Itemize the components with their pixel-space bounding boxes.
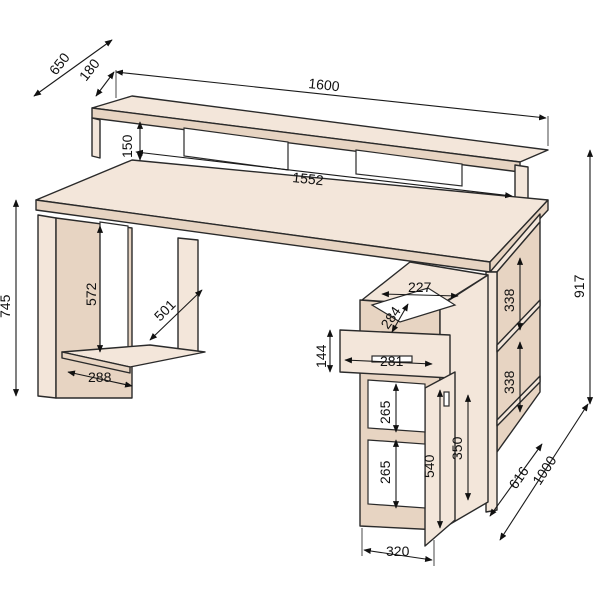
dim-door-width: 350	[449, 436, 465, 460]
riser-top	[91, 95, 549, 163]
dim-left-opening-height: 572	[83, 282, 99, 306]
dim-total-depth: 650	[46, 49, 73, 77]
dimension-lines	[12, 39, 594, 566]
left-opening	[99, 221, 129, 357]
desktop-right-edge	[489, 199, 549, 273]
dim-drawer-height: 144	[313, 344, 329, 368]
left-back-leg	[177, 237, 199, 353]
dim-shelf-inner-width: 1552	[292, 169, 325, 188]
dim-shelf-depth: 180	[76, 55, 103, 83]
desk-body	[35, 95, 549, 547]
dim-drawer-width: 227	[408, 279, 432, 295]
dim-desk-height: 745	[0, 294, 13, 318]
riser-left-side	[91, 117, 101, 159]
dim-door-height: 540	[421, 454, 437, 478]
dim-left-shelf-width: 288	[88, 369, 112, 385]
dim-side-shelf-lower: 338	[501, 370, 517, 394]
dim-drawer-front-width: 281	[380, 353, 404, 369]
dim-side-unit-width: 1000	[529, 453, 559, 488]
dim-side-shelf-upper: 338	[501, 288, 517, 312]
dim-total-height: 917	[571, 274, 587, 298]
door-handle	[443, 391, 450, 407]
dim-niche-upper: 265	[377, 400, 393, 424]
dim-pedestal-width: 320	[386, 543, 410, 559]
left-leg-panel	[37, 214, 57, 399]
dim-total-width: 1600	[308, 75, 341, 94]
dim-shelf-height: 150	[119, 134, 135, 158]
dim-niche-lower: 265	[377, 460, 393, 484]
dim-left-shelf-depth: 501	[151, 296, 179, 324]
dim-side-unit-depth: 616	[505, 463, 532, 491]
